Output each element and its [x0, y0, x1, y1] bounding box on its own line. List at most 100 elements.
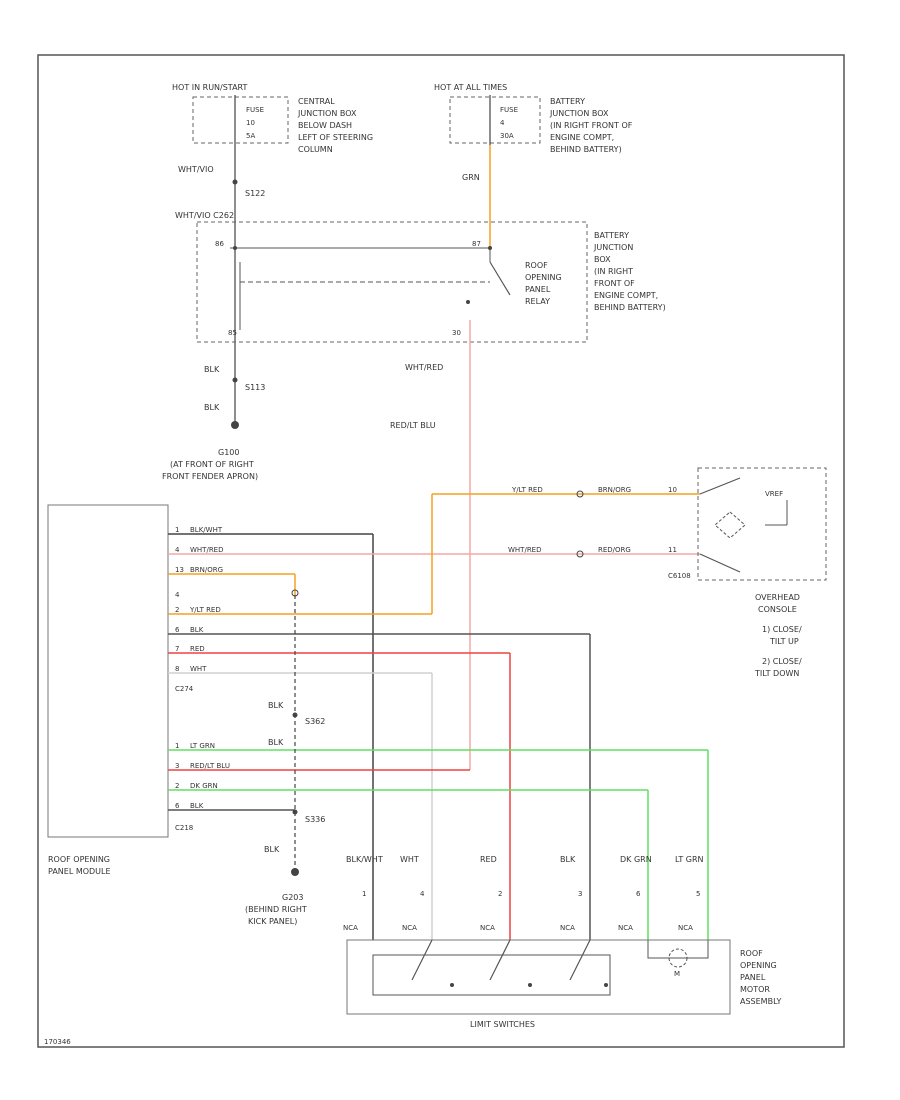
svg-text:S113: S113 [245, 383, 265, 392]
svg-text:GRN: GRN [462, 173, 480, 182]
svg-text:TILT DOWN: TILT DOWN [754, 669, 799, 678]
svg-text:BLK: BLK [204, 365, 220, 374]
svg-text:LEFT OF STEERING: LEFT OF STEERING [298, 133, 373, 142]
svg-text:JUNCTION: JUNCTION [593, 243, 633, 252]
svg-text:3: 3 [175, 762, 179, 770]
svg-text:ROOF OPENING: ROOF OPENING [48, 855, 110, 864]
svg-text:FRONT FENDER APRON): FRONT FENDER APRON) [162, 472, 258, 481]
svg-text:CENTRAL: CENTRAL [298, 97, 335, 106]
svg-text:86: 86 [215, 240, 224, 248]
svg-text:2) CLOSE/: 2) CLOSE/ [762, 657, 802, 666]
hot-at-all-times: HOT AT ALL TIMES [434, 83, 507, 92]
power-right: HOT AT ALL TIMES FUSE 4 30A BATTERY JUNC… [434, 83, 633, 154]
svg-text:2: 2 [175, 606, 179, 614]
svg-text:CONSOLE: CONSOLE [758, 605, 797, 614]
svg-text:VREF: VREF [765, 490, 783, 498]
svg-text:BEHIND BATTERY): BEHIND BATTERY) [594, 303, 666, 312]
svg-text:ROOF: ROOF [525, 261, 548, 270]
svg-text:KICK PANEL): KICK PANEL) [248, 917, 297, 926]
svg-text:ASSEMBLY: ASSEMBLY [740, 997, 781, 1006]
svg-text:M: M [674, 970, 680, 978]
motor-assembly: M BLK/WHT WHT RED BLK DK GRN LT GRN 1 4 … [343, 855, 781, 1029]
module-wires-group1: 1 BLK/WHT 4 WHT/RED 13 BRN/ORG 4 2 Y/LT … [168, 493, 700, 940]
svg-text:ENGINE COMPT,: ENGINE COMPT, [550, 133, 614, 142]
svg-text:2: 2 [498, 890, 502, 898]
svg-text:MOTOR: MOTOR [740, 985, 770, 994]
overhead-console: Y/LT RED BRN/ORG 10 WHT/RED RED/ORG 11 V… [508, 467, 827, 678]
svg-text:RELAY: RELAY [525, 297, 550, 306]
svg-text:Y/LT RED: Y/LT RED [189, 606, 221, 614]
svg-text:WHT/RED: WHT/RED [508, 546, 542, 554]
svg-text:(AT FRONT OF RIGHT: (AT FRONT OF RIGHT [170, 460, 254, 469]
svg-text:OVERHEAD: OVERHEAD [755, 593, 800, 602]
svg-text:BATTERY: BATTERY [594, 231, 629, 240]
svg-text:(IN RIGHT: (IN RIGHT [594, 267, 633, 276]
svg-text:(IN RIGHT FRONT OF: (IN RIGHT FRONT OF [550, 121, 633, 130]
svg-text:BEHIND BATTERY): BEHIND BATTERY) [550, 145, 622, 154]
svg-text:6: 6 [175, 802, 180, 810]
svg-text:30A: 30A [500, 132, 514, 140]
svg-text:LT GRN: LT GRN [190, 742, 215, 750]
svg-text:1: 1 [175, 526, 179, 534]
svg-text:S362: S362 [305, 717, 325, 726]
svg-text:FUSE: FUSE [500, 106, 518, 114]
svg-text:BLK: BLK [264, 845, 280, 854]
svg-text:NCA: NCA [402, 924, 417, 932]
svg-text:ROOF: ROOF [740, 949, 763, 958]
svg-text:COLUMN: COLUMN [298, 145, 333, 154]
svg-text:13: 13 [175, 566, 184, 574]
svg-text:WHT: WHT [400, 855, 419, 864]
svg-text:5A: 5A [246, 132, 255, 140]
svg-text:NCA: NCA [618, 924, 633, 932]
ground-g100-icon [231, 421, 239, 429]
roof-opening-panel-module [47, 504, 169, 838]
svg-text:BLK: BLK [268, 738, 284, 747]
svg-text:6: 6 [175, 626, 180, 634]
svg-text:LIMIT SWITCHES: LIMIT SWITCHES [470, 1020, 535, 1029]
svg-text:PANEL MODULE: PANEL MODULE [48, 867, 111, 876]
svg-text:PANEL: PANEL [525, 285, 551, 294]
svg-text:BLK: BLK [190, 802, 204, 810]
ground-g203-icon [291, 868, 299, 876]
svg-text:TILT UP: TILT UP [769, 637, 799, 646]
svg-text:BLK: BLK [268, 701, 284, 710]
svg-text:BLK: BLK [560, 855, 576, 864]
svg-text:C274: C274 [175, 685, 194, 693]
svg-text:WHT/VIO C262: WHT/VIO C262 [175, 211, 234, 220]
svg-text:WHT/RED: WHT/RED [190, 546, 224, 554]
svg-text:FRONT OF: FRONT OF [594, 279, 635, 288]
svg-text:RED: RED [480, 855, 497, 864]
svg-text:1: 1 [175, 742, 179, 750]
svg-text:RED: RED [190, 645, 205, 653]
svg-text:G203: G203 [282, 893, 303, 902]
svg-text:C6108: C6108 [668, 572, 691, 580]
svg-text:RED/ORG: RED/ORG [598, 546, 631, 554]
svg-text:4: 4 [175, 591, 180, 599]
svg-text:RED/LT BLU: RED/LT BLU [190, 762, 230, 770]
svg-text:BLK/WHT: BLK/WHT [190, 526, 223, 534]
svg-text:S336: S336 [305, 815, 325, 824]
svg-text:10: 10 [668, 486, 677, 494]
svg-text:5: 5 [696, 890, 700, 898]
svg-text:1) CLOSE/: 1) CLOSE/ [762, 625, 802, 634]
svg-text:BLK: BLK [190, 626, 204, 634]
svg-text:10: 10 [246, 119, 255, 127]
svg-text:S122: S122 [245, 189, 265, 198]
svg-text:BRN/ORG: BRN/ORG [598, 486, 631, 494]
svg-text:1: 1 [362, 890, 366, 898]
svg-text:4: 4 [175, 546, 180, 554]
svg-text:BLK/WHT: BLK/WHT [346, 855, 383, 864]
svg-text:8: 8 [175, 665, 179, 673]
svg-text:JUNCTION BOX: JUNCTION BOX [297, 109, 357, 118]
module-wires-group2: 1 LT GRN 3 RED/LT BLU 2 DK GRN 6 BLK C21… [168, 742, 709, 940]
svg-text:Y/LT RED: Y/LT RED [511, 486, 543, 494]
svg-text:BRN/ORG: BRN/ORG [190, 566, 223, 574]
svg-text:LT GRN: LT GRN [675, 855, 704, 864]
svg-text:(BEHIND RIGHT: (BEHIND RIGHT [245, 905, 307, 914]
svg-text:7: 7 [175, 645, 179, 653]
svg-text:NCA: NCA [480, 924, 495, 932]
motor-icon [668, 948, 688, 968]
svg-text:BOX: BOX [594, 255, 611, 264]
svg-text:WHT: WHT [190, 665, 207, 673]
svg-text:2: 2 [175, 782, 179, 790]
